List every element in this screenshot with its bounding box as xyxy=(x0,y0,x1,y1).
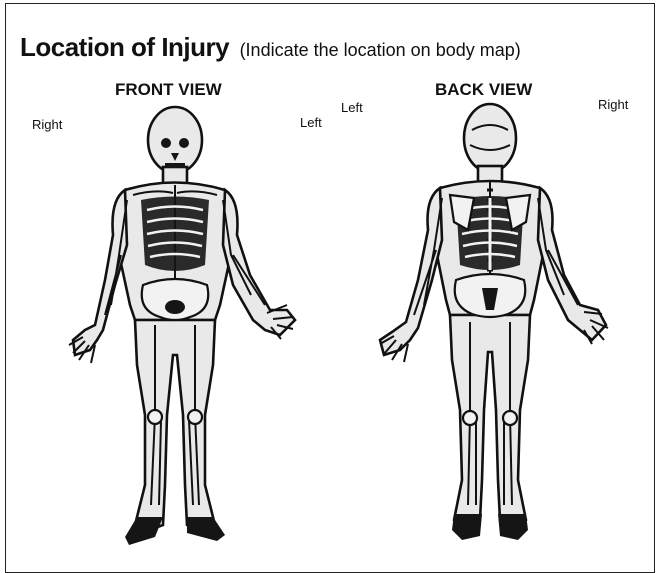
section-title: Location of Injury xyxy=(20,32,229,62)
back-view-left-label: Left xyxy=(341,100,363,115)
back-view-title: BACK VIEW xyxy=(435,80,532,100)
section-header: Location of Injury (Indicate the locatio… xyxy=(20,32,521,63)
front-view-title: FRONT VIEW xyxy=(115,80,222,100)
back-body-map[interactable] xyxy=(370,100,620,550)
front-body-map[interactable] xyxy=(55,105,305,555)
section-subtitle: (Indicate the location on body map) xyxy=(240,40,521,60)
